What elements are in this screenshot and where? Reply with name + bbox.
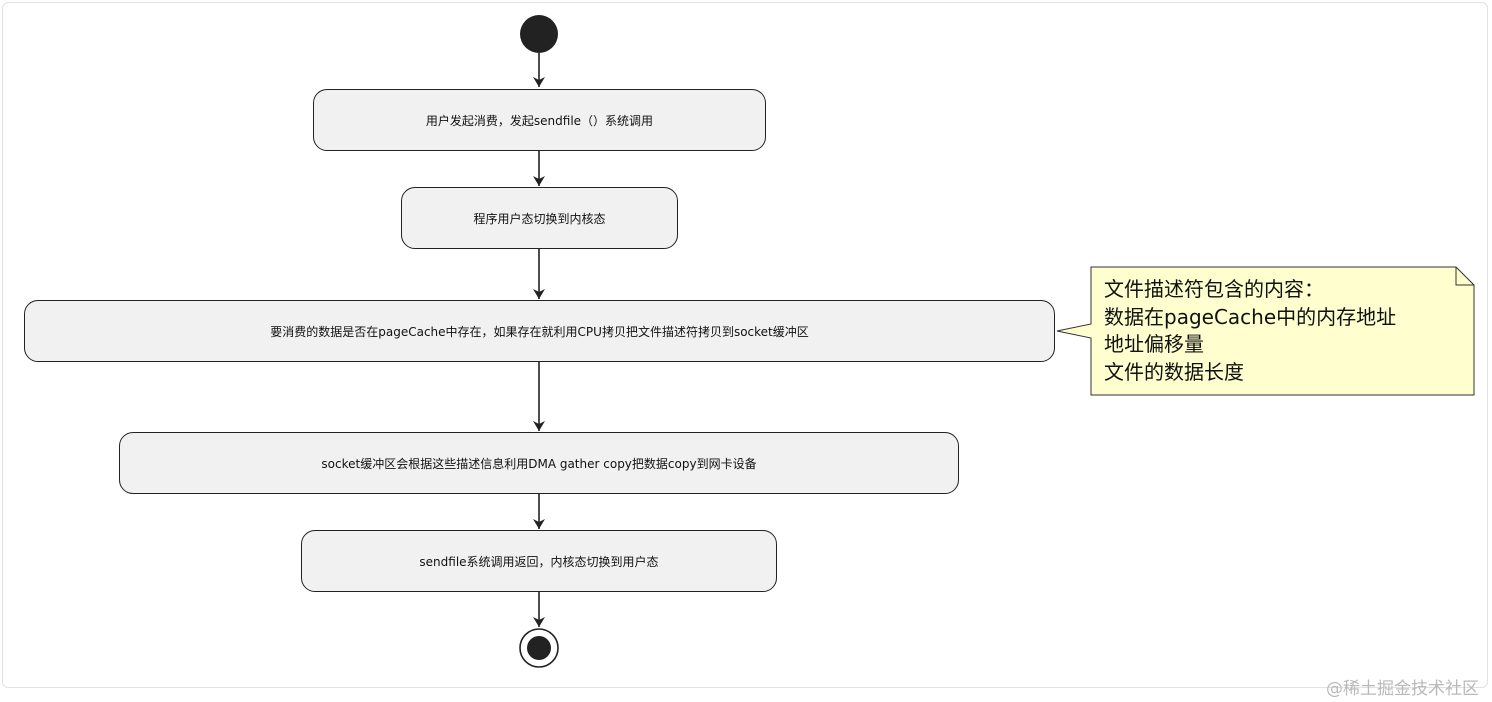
note-line: 文件描述符包含的内容： (1104, 277, 1324, 301)
note-box (1056, 266, 1475, 396)
note-line: 数据在pageCache中的内存地址 (1104, 304, 1397, 329)
end-node-inner (527, 636, 551, 660)
activity-cpu-copy-descriptor: 要消费的数据是否在pageCache中存在，如果存在就利用CPU拷贝把文件描述符… (24, 300, 1055, 362)
watermark: @稀土掘金技术社区 (1326, 679, 1479, 699)
activity-initiate-sendfile: 用户发起消费，发起sendfile（）系统调用 (313, 89, 766, 151)
activity-switch-to-kernel: 程序用户态切换到内核态 (401, 187, 678, 249)
start-node (520, 15, 558, 53)
note-text: 文件描述符包含的内容： 数据在pageCache中的内存地址 地址偏移量 文件的… (1104, 276, 1469, 386)
note-fold (1455, 267, 1474, 286)
note-line: 地址偏移量 (1104, 332, 1204, 356)
activity-sendfile-return: sendfile系统调用返回，内核态切换到用户态 (301, 530, 777, 592)
note-line: 文件的数据长度 (1104, 359, 1244, 384)
activity-dma-gather-copy: socket缓冲区会根据这些描述信息利用DMA gather copy把数据co… (119, 432, 959, 494)
